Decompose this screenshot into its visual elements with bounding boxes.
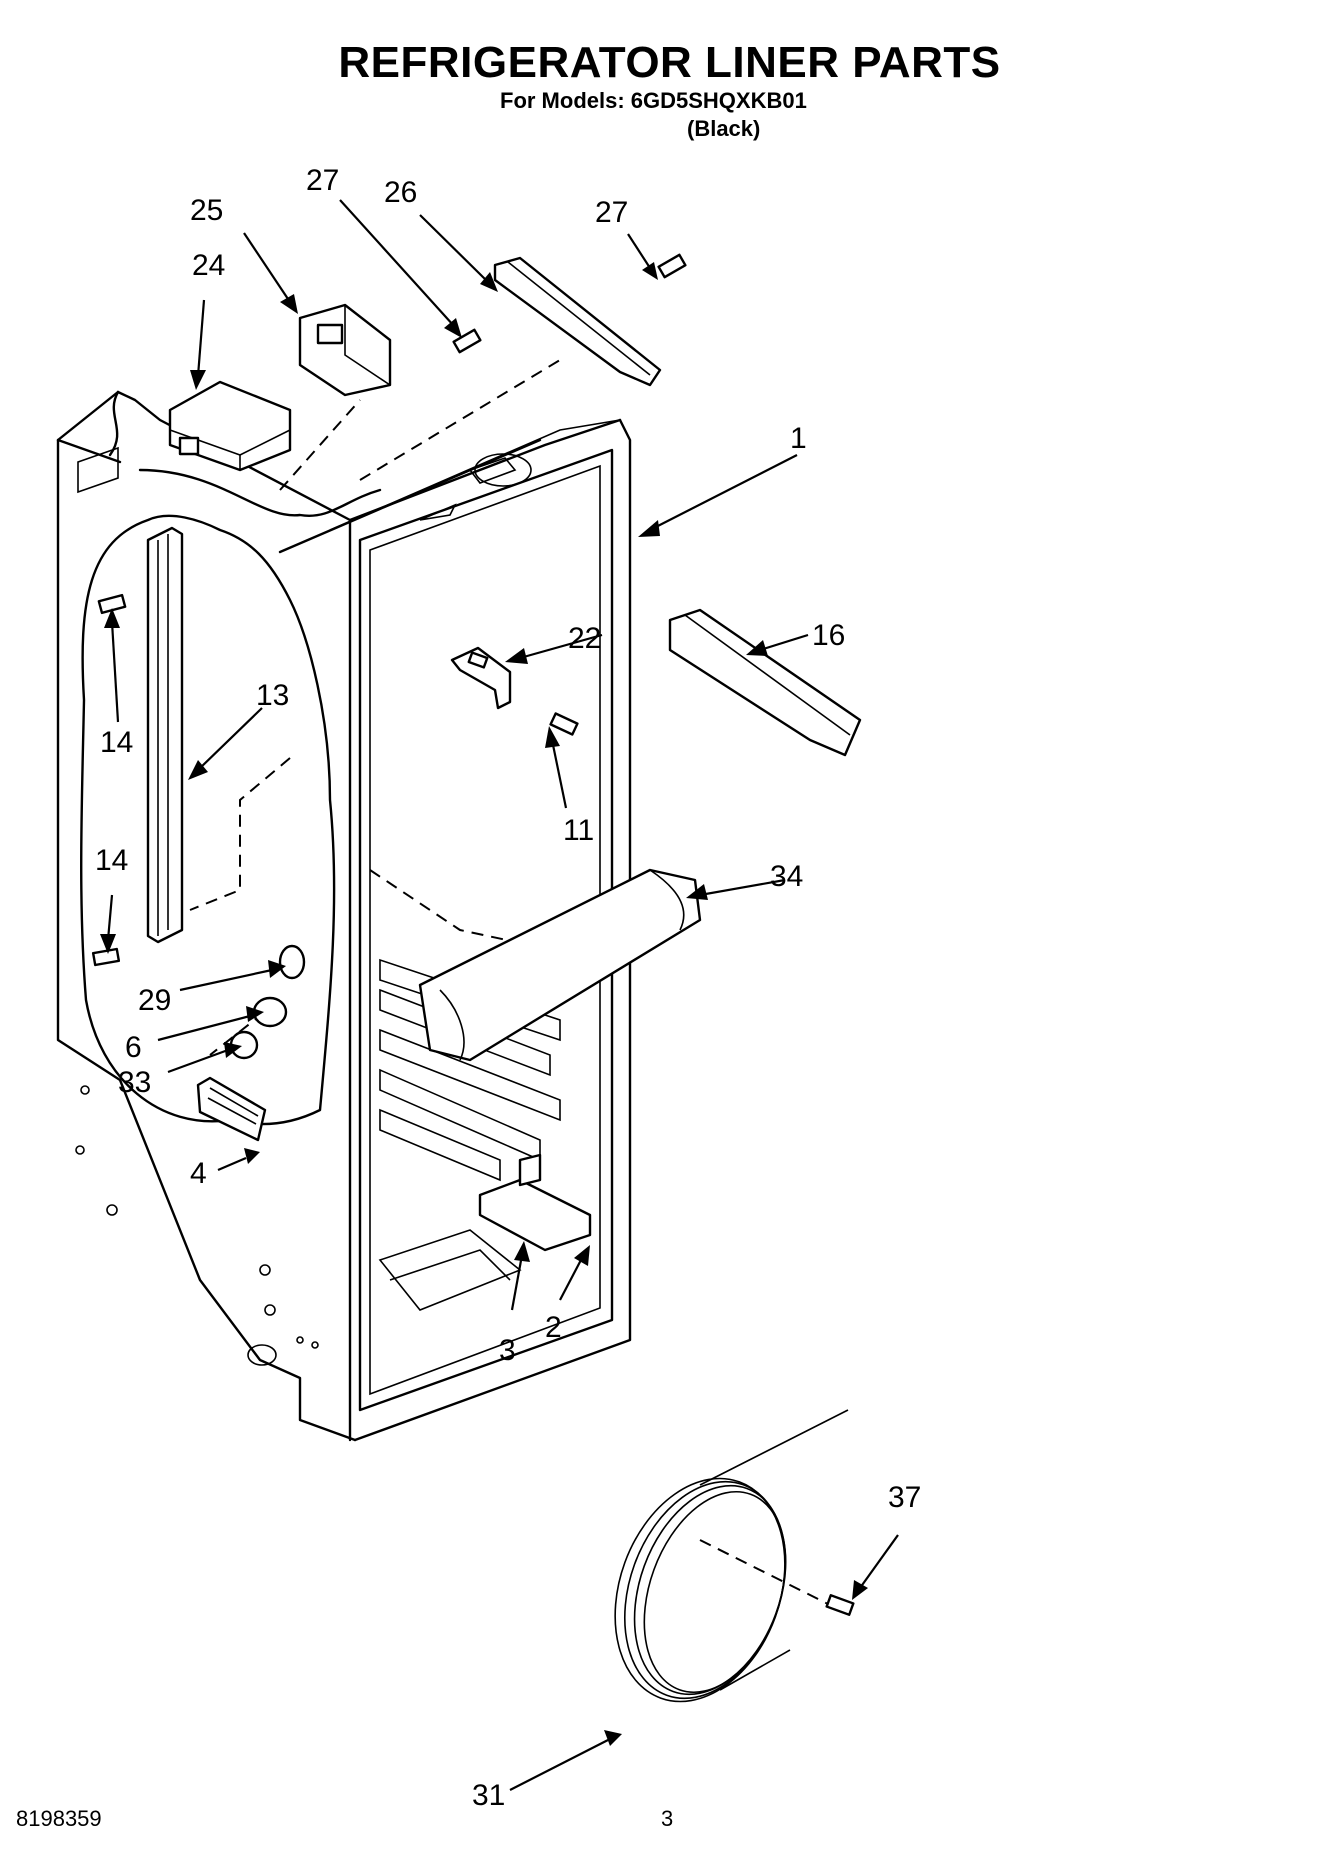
callout-11: 11 [563, 814, 594, 847]
screw-37 [825, 1594, 855, 1616]
callout-4: 4 [190, 1157, 207, 1190]
callout-1: 1 [790, 422, 807, 455]
screw-27-right [657, 253, 687, 279]
screw-14-lower [91, 947, 121, 967]
part-4-grille [196, 1076, 267, 1142]
callout-37: 37 [888, 1481, 921, 1514]
callout-31: 31 [472, 1779, 505, 1812]
callout-16: 16 [812, 619, 845, 652]
screw-27-left [452, 328, 482, 354]
callout-27-left: 27 [306, 164, 339, 197]
callout-34: 34 [770, 860, 803, 893]
callout-27-right: 27 [595, 196, 628, 229]
part-26-rail [493, 256, 662, 387]
part-29-socket [278, 944, 306, 980]
callout-14-upper: 14 [100, 726, 133, 759]
callout-14-lower: 14 [95, 844, 128, 877]
callout-labels: 1 2 3 4 6 11 13 14 14 16 22 24 25 26 27 … [95, 164, 921, 1812]
page-number: 3 [661, 1806, 674, 1831]
callout-22: 22 [568, 622, 601, 655]
part-24-control-housing [168, 380, 292, 472]
document-number: 8198359 [16, 1806, 102, 1831]
part-16-trim [668, 608, 862, 757]
callout-13: 13 [256, 679, 289, 712]
page-title: REFRIGERATOR LINER PARTS [338, 38, 1001, 87]
callout-25: 25 [190, 194, 223, 227]
models-line: For Models: 6GD5SHQXKB01 [500, 88, 807, 113]
callout-arrows [100, 199, 899, 1791]
callout-6: 6 [125, 1031, 142, 1064]
part-22-bracket [450, 646, 512, 710]
callout-29: 29 [138, 984, 171, 1017]
part-31-tubing-coil [614, 1409, 849, 1703]
callout-2: 2 [545, 1311, 562, 1344]
callout-33: 33 [118, 1066, 151, 1099]
part-25-bracket [298, 303, 392, 397]
callout-24: 24 [192, 249, 225, 282]
callout-26: 26 [384, 176, 417, 209]
callout-3: 3 [499, 1334, 516, 1367]
part-2-and-3-brackets [478, 1153, 592, 1252]
refrigerator-liner [56, 359, 632, 1442]
part-34-cover [418, 868, 702, 1062]
screw-14-upper [97, 593, 127, 615]
screw-11 [549, 712, 579, 736]
color-line: (Black) [687, 116, 761, 141]
